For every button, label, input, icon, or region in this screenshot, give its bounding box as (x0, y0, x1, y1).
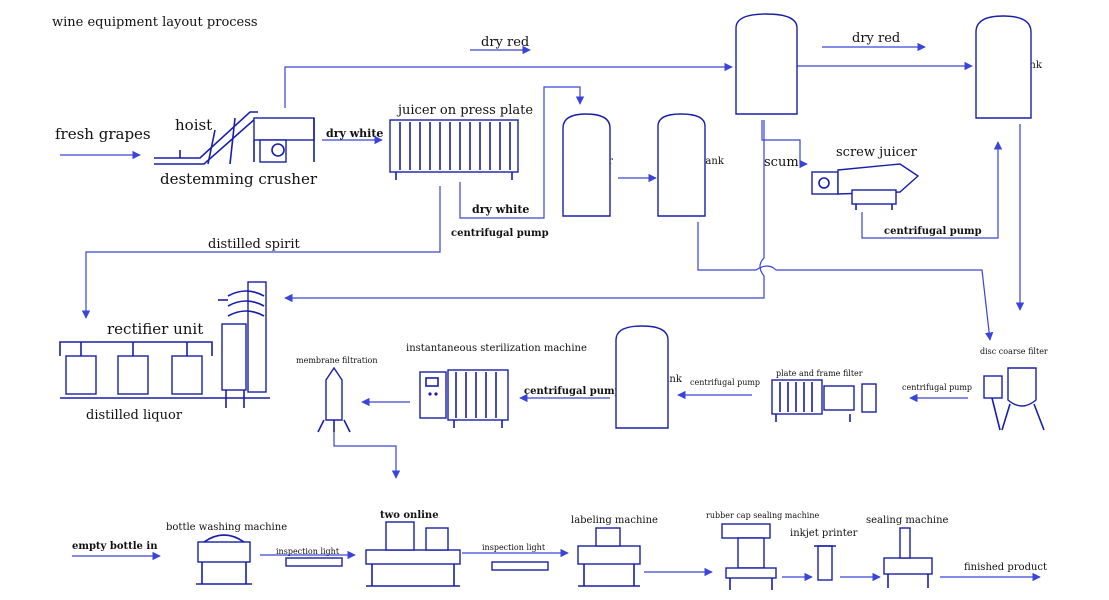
label-centrifugal-pump-3: centrifugal pump (524, 386, 622, 397)
label-rubber-cap-sealing: rubber cap sealing machine (706, 511, 819, 520)
label-labeling-machine: labeling machine (571, 515, 658, 526)
inspection-light-1-equipment (285, 557, 343, 567)
label-disc-filter: disc coarse filter (980, 347, 1048, 356)
label-centrifugal-pump-5: centrifugal pump (902, 383, 972, 392)
bottle-washing-equipment (196, 534, 252, 585)
rubber-cap-sealing-equipment (721, 523, 777, 590)
label-centrifugal-pump-1: centrifugal pump (451, 228, 549, 239)
inkjet-printer-equipment (814, 545, 836, 581)
arrow-membrane-to-bottling (333, 430, 401, 479)
rectifier-unit-equipment (59, 281, 270, 408)
label-inkjet-printer: inkjet printer (790, 528, 858, 539)
arrow-screw-to-storage (861, 141, 1003, 239)
label-dry-red-1: dry red (481, 35, 529, 50)
disc-filter-equipment (983, 367, 1045, 431)
label-fresh-grapes: fresh grapes (55, 125, 151, 143)
label-destemming-crusher: destemming crusher (160, 170, 318, 188)
label-membrane-filtration: membrane filtration (296, 356, 378, 365)
labeling-machine-equipment (577, 527, 641, 587)
label-plate-frame-filter: plate and frame filter (776, 369, 863, 378)
label-dry-white-2: dry white (472, 203, 529, 216)
label-dry-red-2: dry red (852, 31, 900, 46)
label-sealing-machine: sealing machine (866, 515, 949, 526)
diagram-title: wine equipment layout process (52, 15, 258, 30)
label-screw-juicer: screw juicer (836, 145, 918, 160)
screw-juicer-machine (811, 163, 920, 210)
membrane-filter-equipment (317, 366, 351, 433)
arrow-storage-to-disc-lower (697, 222, 994, 341)
arrow-to-fermenter-big (284, 62, 733, 108)
storage-tank-mid (615, 325, 669, 429)
plate-frame-filter-equipment (771, 379, 877, 422)
storage-tank-small (657, 113, 706, 217)
label-centrifugal-pump-2: centrifugal pump (884, 226, 982, 237)
fermenter-small-tank (562, 113, 611, 217)
label-dry-white-1: dry white (326, 127, 383, 140)
arrow-distilled-spirit (81, 186, 441, 319)
label-distilled-spirit: distilled spirit (208, 237, 301, 252)
label-scum: scum (764, 155, 799, 170)
hoist-crusher-equipment (154, 111, 315, 165)
label-inspection-light-2: inspection light (482, 543, 546, 552)
press-plate-juicer (389, 119, 519, 180)
label-distilled-liquor: distilled liquor (86, 408, 183, 423)
arrow-scum (761, 120, 808, 169)
storage-tank-big (975, 15, 1032, 119)
flow-lines (60, 42, 1041, 582)
sterilization-machine (419, 369, 509, 428)
label-sterilization: instantaneous sterilization machine (406, 343, 587, 354)
label-finished-product: finished product (964, 562, 1047, 573)
label-two-online: two online (380, 510, 439, 521)
arrow-to-rectifier (284, 120, 765, 303)
inspection-light-2-equipment (491, 561, 549, 571)
label-empty-bottle-in: empty bottle in (72, 541, 158, 552)
arrow-to-fermenter-small (459, 86, 585, 219)
label-centrifugal-pump-4: centrifugal pump (690, 378, 760, 387)
fermenter-big-tank (735, 13, 798, 115)
label-juicer: juicer on press plate (396, 103, 533, 118)
label-hoist: hoist (175, 116, 212, 134)
label-bottle-washing: bottle washing machine (166, 522, 287, 533)
two-online-equipment (365, 521, 461, 587)
label-rectifier-unit: rectifier unit (107, 320, 203, 338)
label-inspection-light-1: inspection light (276, 547, 340, 556)
sealing-machine-equipment (883, 527, 933, 588)
